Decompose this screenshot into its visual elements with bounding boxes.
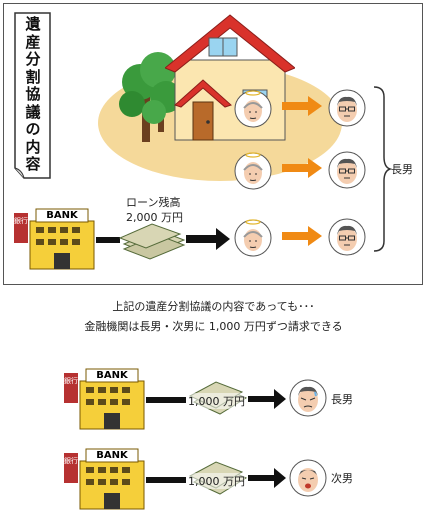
black-connector [146, 477, 186, 483]
bank-vertical-label: 銀行 [64, 377, 78, 385]
loan-label-line2: 2,000 万円 [126, 211, 183, 224]
son-icon [288, 378, 328, 418]
right-arrow-icon [282, 158, 322, 178]
bank-sign: BANK [96, 450, 128, 461]
bank-building-icon: BANK 銀行 [62, 367, 146, 431]
inheritance-panel [3, 3, 423, 285]
cash-stack-icon [118, 223, 186, 260]
bank-vertical-label: 銀行 [64, 457, 78, 465]
deceased-father-icon [233, 88, 273, 128]
vertical-title-char: 割 [25, 67, 41, 86]
bank-building-icon: BANK 銀行 [12, 207, 96, 271]
tree-illustration [119, 52, 182, 142]
vertical-title-card: 遺産分割協議の内容 [12, 10, 51, 179]
black-connector [146, 397, 186, 403]
vertical-title-char: 産 [25, 32, 41, 51]
bank-sign: BANK [46, 210, 78, 221]
vertical-title: 遺産分割協議の内容 [22, 15, 44, 174]
vertical-title-char: 分 [25, 50, 41, 68]
bank-building-icon: BANK 銀行 [62, 447, 146, 511]
vertical-title-char: 内 [25, 137, 41, 156]
caption-line2: 金融機関は長男・次男に 1,000 万円ずつ請求できる [84, 320, 343, 333]
deceased-father-icon [233, 150, 273, 190]
curly-brace-icon [373, 86, 392, 252]
claim-amount: 1,000 万円 [188, 393, 245, 409]
vertical-title-char: 議 [25, 102, 41, 121]
house-illustration [165, 14, 295, 141]
son-icon [327, 88, 367, 128]
right-arrow-icon [248, 468, 286, 488]
claim-recipient: 次男 [331, 472, 353, 485]
deceased-father-icon [233, 217, 273, 257]
bank-vertical-label: 銀行 [14, 217, 28, 225]
vertical-title-char: 協 [25, 85, 41, 103]
right-arrow-icon [186, 228, 230, 250]
claim-recipient: 長男 [331, 393, 353, 406]
caption-line1: 上記の遺産分割協議の内容であっても･･･ [112, 300, 315, 313]
bank-sign: BANK [96, 370, 128, 381]
right-arrow-icon [248, 389, 286, 409]
son-icon [288, 458, 328, 498]
loan-label-line1: ローン残高 [126, 196, 181, 209]
claim-amount: 1,000 万円 [188, 473, 245, 489]
title-card-frame [14, 12, 51, 179]
black-connector [96, 237, 120, 243]
right-arrow-icon [282, 96, 322, 116]
vertical-title-char: 容 [25, 155, 41, 173]
heir-label: 長男 [391, 163, 413, 176]
son-icon [327, 150, 367, 190]
vertical-title-char: 遺 [25, 15, 41, 33]
right-arrow-icon [282, 226, 322, 246]
vertical-title-char: の [25, 120, 41, 138]
son-icon [327, 217, 367, 257]
